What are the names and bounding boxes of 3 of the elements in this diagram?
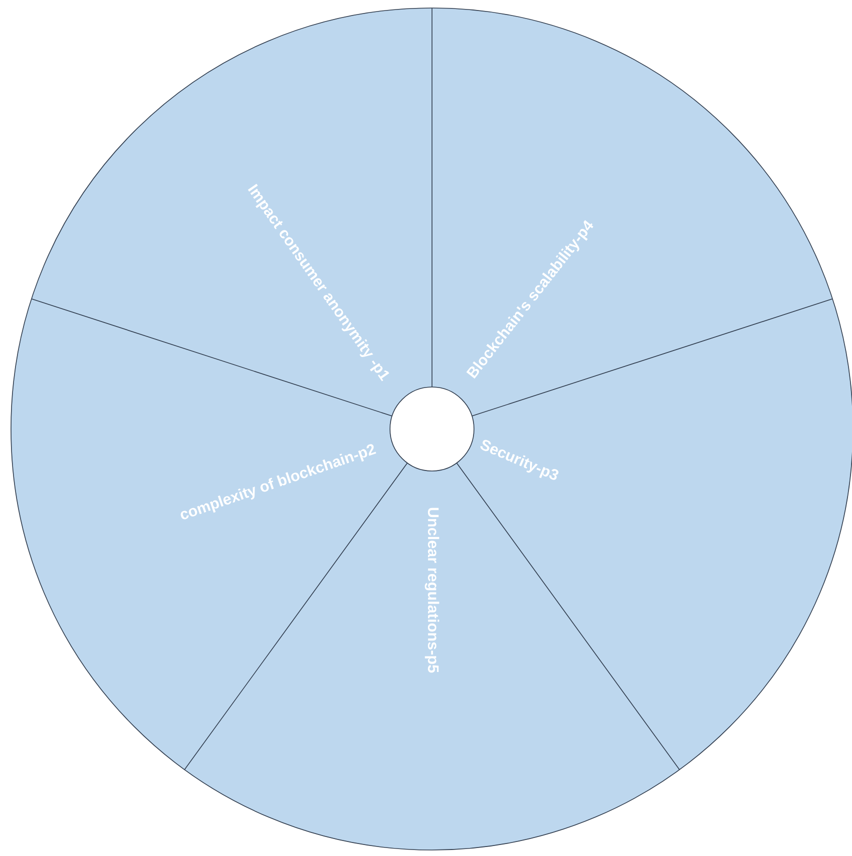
hub-circle bbox=[390, 386, 474, 472]
sector-label: Unclear regulations-p5 bbox=[424, 508, 440, 673]
wheel-circle bbox=[10, 8, 852, 850]
